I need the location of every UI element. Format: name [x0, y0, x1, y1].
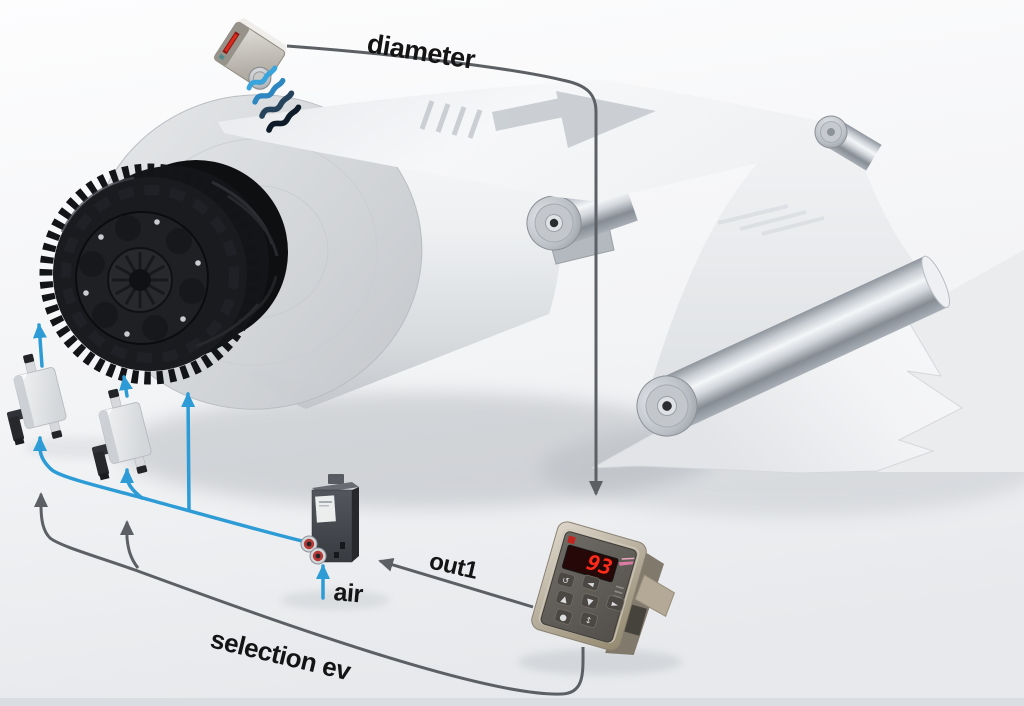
ev-fitting: [300, 535, 318, 553]
web-sheet-top: [218, 80, 847, 236]
air-line-main: [33, 436, 304, 543]
brake-bolt: [83, 290, 89, 296]
controller-logo-stroke: [621, 557, 635, 560]
controller-button: [556, 571, 575, 589]
brake-plate-lobe: [142, 315, 168, 341]
roller-bolt-hex: [662, 401, 672, 411]
web-sheen-stripes: [717, 204, 825, 236]
roller-bolt: [827, 128, 835, 136]
controller-keypad: ↺ ◄ ▲ ▼ ► ● ↕: [554, 571, 625, 628]
brake-plate-lobe: [79, 251, 105, 277]
valve2-output-arrow: [119, 375, 133, 398]
out1-signal-line: [378, 558, 534, 609]
web-speed-stripes-icon: [419, 100, 483, 139]
air-line-branch-valve2: [120, 468, 144, 500]
controller-button: [606, 595, 625, 612]
down-arrow-icon: ▼: [585, 597, 594, 609]
reset-icon: ↺: [561, 576, 571, 588]
guide-roller-top: [814, 115, 882, 171]
valve1-output-arrow: [32, 323, 47, 368]
sensor-label-dot: [218, 54, 225, 61]
right-arrow-icon: ►: [610, 599, 619, 611]
brake-bolt: [124, 331, 130, 337]
ev-side-face: [352, 487, 359, 562]
guide-roller-bottom: [636, 255, 951, 437]
brake-plate-lobe: [115, 215, 141, 241]
controller-logo-wing: [618, 561, 634, 566]
ev-vent: [340, 542, 345, 549]
controller-mounting-tab: [634, 574, 676, 618]
sensor-indicator-led: [224, 33, 238, 53]
paper-reel: [39, 79, 563, 410]
controller-button: [555, 590, 574, 607]
left-arrow-icon: ◄: [586, 579, 595, 591]
ultrasonic-wave-icon: [246, 65, 302, 133]
sensor-top-face: [237, 17, 287, 53]
up-arrow-icon: ▲: [560, 594, 569, 606]
web-direction-arrow-icon: [492, 91, 656, 148]
brake-bolt: [154, 219, 160, 225]
ev-vent: [334, 552, 339, 558]
air-line-to-brake: [181, 392, 196, 512]
ev-fitting: [309, 547, 327, 565]
brake-plate-lobe: [166, 228, 192, 254]
roller-bolt-hex: [549, 218, 559, 228]
ev-top-tab: [328, 474, 344, 484]
selection-ev-line: [34, 492, 585, 696]
diameter-signal-line: [286, 44, 603, 496]
brake-fin: [227, 194, 279, 257]
web-sheet-top-surface: [218, 80, 847, 201]
brake-bolt: [195, 260, 201, 266]
roller-far-cap: [921, 255, 951, 308]
brake-fin: [195, 303, 260, 348]
pneumatic-brake: [39, 160, 288, 385]
roller-cylinder: [658, 256, 948, 430]
controller-button: [580, 593, 599, 610]
controller-brand-mark: [567, 535, 576, 545]
tension-controller: 93 ↺ ◄ ▲ ▼ ► ● ↕: [531, 521, 676, 655]
controller-button: [581, 574, 601, 592]
brake-bolt: [180, 316, 186, 322]
brake-hub-center: [129, 269, 151, 291]
web-sheet-exit: [591, 316, 963, 474]
brake-plate-lobe: [179, 278, 205, 304]
web-sheet-descending: [652, 124, 938, 421]
floor-edge: [0, 698, 1024, 706]
ev-shadow: [280, 590, 390, 610]
air-lines: [32, 323, 330, 600]
brake-fin-channels: [61, 185, 239, 363]
ev-label-line: [319, 505, 329, 507]
brake-fin-tips: [39, 163, 261, 385]
ev-label: [315, 495, 336, 523]
ev-label-line: [319, 501, 332, 503]
brake-highlight: [60, 176, 135, 233]
electrovalve: [300, 474, 359, 565]
tension-icon: ↕: [583, 615, 593, 627]
brake-bolt: [98, 234, 104, 240]
selection-ev-branch: [120, 520, 140, 569]
brake-plate-lobe: [92, 302, 118, 328]
signal-lines: [34, 44, 603, 696]
web-path: [591, 124, 1024, 474]
controller-shadow: [518, 649, 682, 675]
label-air: air: [332, 578, 364, 608]
controller-button: [579, 611, 598, 628]
mode-icon: ●: [558, 612, 568, 624]
controller-button: [554, 608, 573, 625]
